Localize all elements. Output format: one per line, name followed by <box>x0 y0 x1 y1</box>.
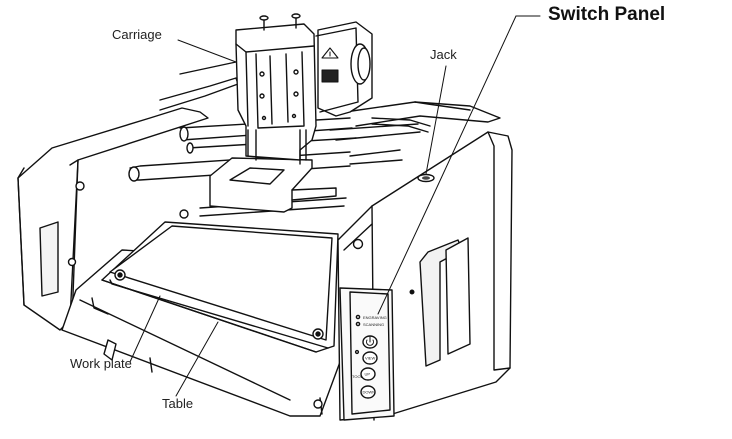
table-label: Table <box>162 396 194 411</box>
callout-lines <box>129 15 541 397</box>
work-plate <box>109 209 333 349</box>
up-button[interactable]: UP <box>360 367 376 381</box>
power-button[interactable] <box>362 335 378 349</box>
carriage-label: Carriage <box>112 27 162 42</box>
rails <box>128 117 421 217</box>
jack <box>417 173 435 183</box>
tool-label: TOOL <box>352 374 364 379</box>
view-button[interactable]: VIEW <box>362 351 378 365</box>
view-button-label: VIEW <box>365 356 375 361</box>
down-button[interactable]: DOWN <box>360 385 376 399</box>
up-button-label: UP <box>365 372 371 377</box>
switch-panel-label: Switch Panel <box>548 4 666 25</box>
jack-label: Jack <box>430 47 457 62</box>
indicator-scanning: SCANNING <box>363 322 384 327</box>
carriage <box>209 13 431 213</box>
switch-panel: ENGRAVING SCANNING VIEW TOOL UP DOWN <box>339 287 395 421</box>
indicator-engraving: ENGRAVING <box>363 315 387 320</box>
work-plate-label: Work plate <box>70 356 132 371</box>
down-button-label: DOWN <box>363 390 376 395</box>
